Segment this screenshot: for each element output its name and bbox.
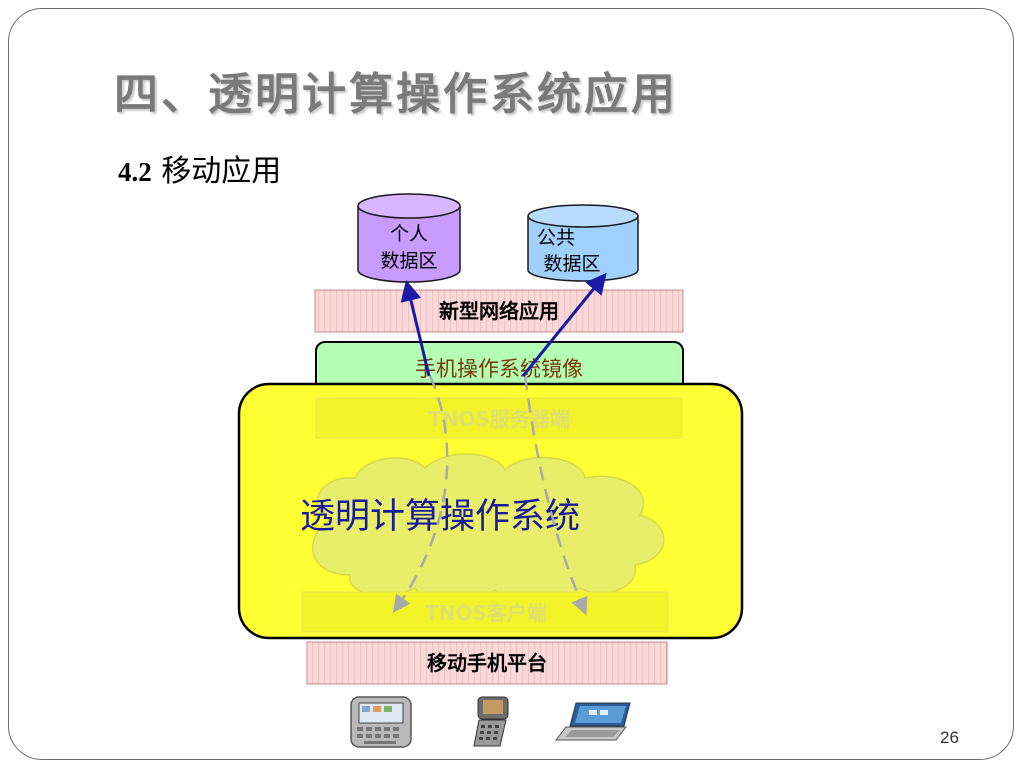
new-network-app-bar: 新型网络应用 [314, 289, 684, 333]
personal-data-label-2: 数据区 [380, 250, 437, 272]
public-data-cylinder: 公共 数据区 [527, 204, 639, 282]
mobile-platform-label: 移动手机平台 [427, 651, 547, 675]
subtitle-text: 移动应用 [151, 154, 282, 189]
slide-subtitle: 4.2 移动应用 [118, 146, 281, 190]
flip-phone-icon [473, 696, 509, 747]
new-network-app-label: 新型网络应用 [439, 299, 559, 323]
data-flow-paths [392, 375, 588, 616]
laptop-icon [554, 702, 631, 741]
personal-data-label-1: 个人 [390, 223, 428, 245]
subtitle-number: 4.2 [118, 157, 152, 187]
smartphone-keyboard-icon [350, 696, 412, 748]
personal-data-cylinder: 个人 数据区 [357, 193, 461, 283]
phone-os-image-box: 手机操作系统镜像 [315, 341, 684, 393]
tnos-server-label: TNOS服务器端 [428, 407, 570, 431]
tnos-server-bar: TNOS服务器端 [315, 397, 683, 439]
page-number: 26 [940, 728, 959, 747]
mobile-platform-bar: 移动手机平台 [306, 641, 668, 685]
data-area-arrows [400, 272, 607, 377]
slide-title: 四、透明计算操作系统应用 [114, 69, 678, 120]
phone-os-image-label: 手机操作系统镜像 [415, 357, 583, 381]
tnos-client-bar: TNOS客户端 [301, 591, 669, 633]
public-data-label-2: 数据区 [543, 253, 600, 275]
tnos-client-label: TNOS客户端 [425, 601, 547, 625]
public-data-label-1: 公共 [537, 227, 575, 249]
